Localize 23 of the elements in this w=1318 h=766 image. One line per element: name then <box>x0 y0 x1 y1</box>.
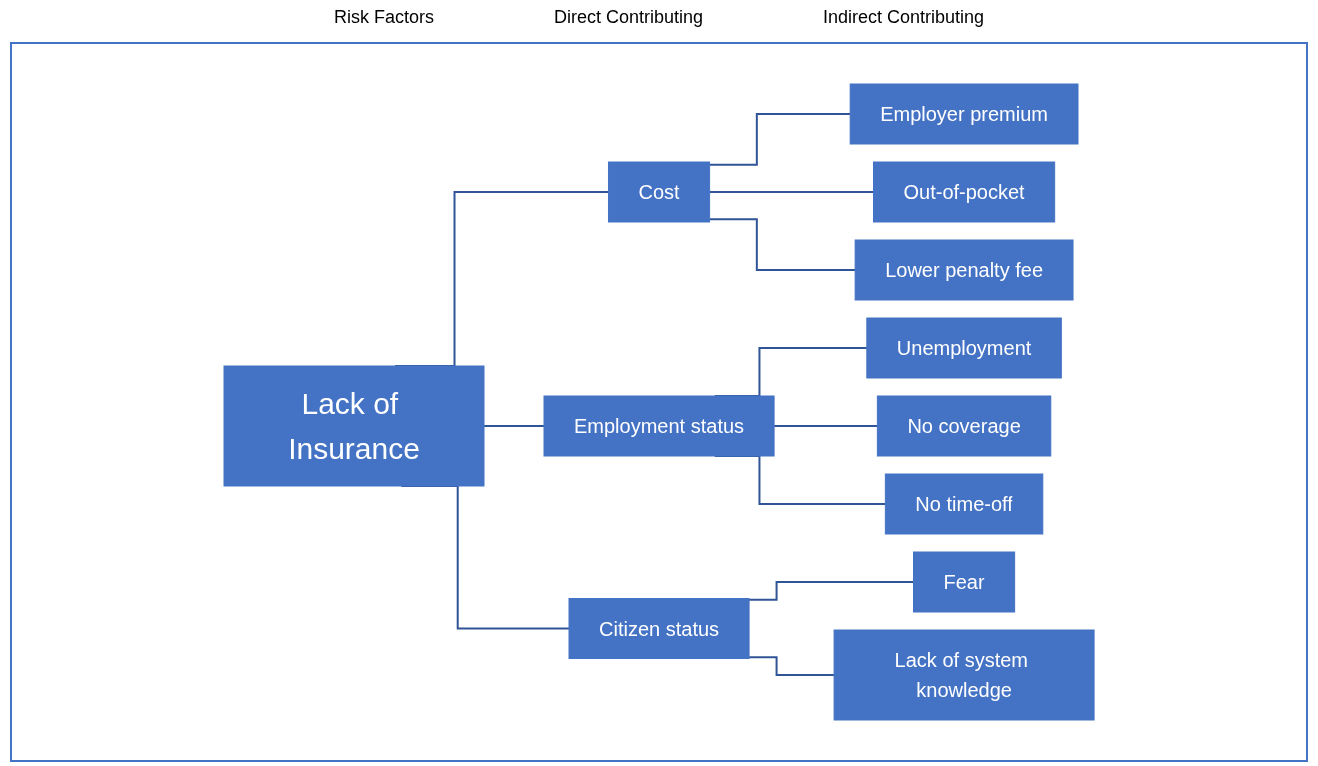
node-box <box>854 239 1074 301</box>
node-box <box>866 317 1062 379</box>
node-box <box>223 365 485 487</box>
connector <box>708 218 857 271</box>
diagram-frame: Lack of Insurance Cost Employment status Citizen status Employer premium Out-of-pocket Lower penalty fee Unemployment No coverage No time-off Fear Lack of system knowledge <box>10 42 1308 762</box>
column-heading: Direct Contributing <box>553 6 703 28</box>
node-box <box>568 598 750 659</box>
column-heading: Indirect Contributing <box>823 6 985 28</box>
connector <box>708 113 852 166</box>
connector <box>748 581 915 601</box>
connector <box>748 656 836 676</box>
connector <box>482 425 545 427</box>
node-box <box>833 629 1095 721</box>
node-box <box>872 161 1056 223</box>
connector <box>773 425 879 427</box>
node-box <box>912 551 1016 613</box>
node-box <box>607 161 711 223</box>
node-box <box>876 395 1052 457</box>
node-box <box>543 395 775 457</box>
node-box <box>884 473 1044 535</box>
column-heading: Risk Factors <box>333 6 434 28</box>
connector <box>708 191 875 193</box>
node-box <box>849 83 1079 145</box>
